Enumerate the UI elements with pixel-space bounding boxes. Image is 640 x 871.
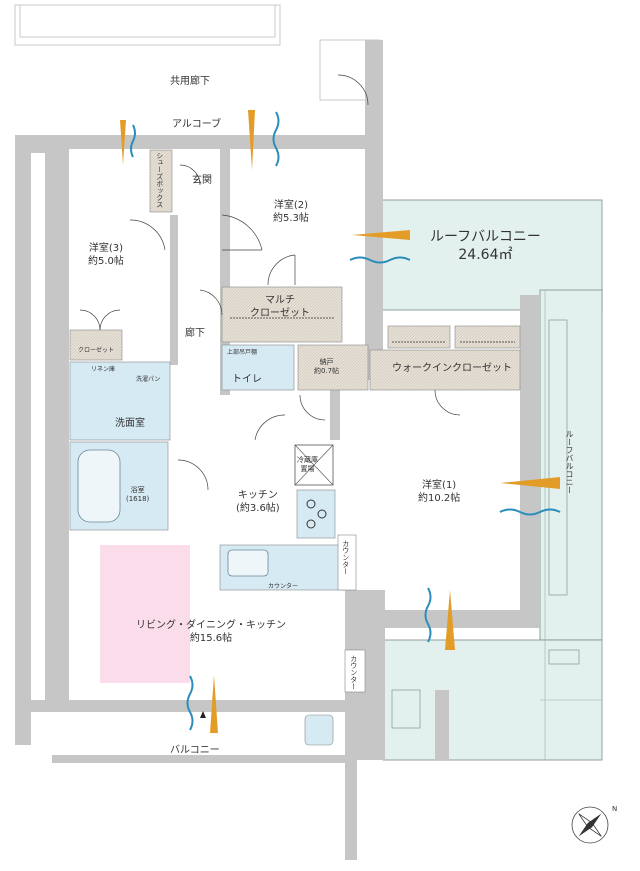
shoebox-label: シューズボックス xyxy=(155,152,164,208)
ldk-label: リビング・ダイニング・キッチン約15.6帖 xyxy=(136,620,286,644)
western-room-3-label: 洋室(3)約5.0帖 xyxy=(88,243,124,267)
alcove-label: アルコーブ xyxy=(172,119,222,130)
bathroom-label: 浴室(1618) xyxy=(126,486,150,503)
storage-label: 納戸約0.7帖 xyxy=(314,358,340,375)
counter-vertical-2-label: カウンター xyxy=(349,655,358,690)
counter-vertical-label: カウンター xyxy=(341,540,350,575)
roof-balcony-side-label: ルーフバルコニー xyxy=(565,430,574,494)
linen-storage-label: リネン庫 xyxy=(91,366,116,373)
door-swing-icon xyxy=(79,74,461,491)
western-room-2-label: 洋室(2)約5.3帖 xyxy=(273,200,309,224)
kitchen-label: キッチン(約3.6帖) xyxy=(236,490,280,514)
multi-closet-label: マルチクローゼット xyxy=(250,295,310,319)
fridge-space-label: 冷蔵庫置場 xyxy=(297,456,318,473)
western-room-1-label: 洋室(1)約10.2帖 xyxy=(418,480,461,504)
entrance-label: 玄関 xyxy=(192,175,212,186)
upper-cabinet-label: 上部吊戸棚 xyxy=(227,349,258,356)
wet-areas xyxy=(69,344,366,746)
closet-3-label: クローゼット xyxy=(78,347,115,354)
ldk-highlight xyxy=(100,545,190,683)
hallway-label: 廊下 xyxy=(185,328,205,339)
kitchen-counter-label: カウンター xyxy=(268,583,299,590)
washroom-label: 洗面室 xyxy=(115,418,145,429)
balcony-label: バルコニー xyxy=(170,745,220,756)
toilet-label: トイレ xyxy=(232,374,262,385)
roof-balcony-area xyxy=(379,199,603,761)
common-corridor-label: 共用廊下 xyxy=(170,76,210,87)
airflow-icon xyxy=(120,110,561,733)
walk-in-closet-label: ウォークインクローゼット xyxy=(392,363,512,374)
laundry-pan-label: 洗濯パン xyxy=(136,376,161,383)
closets xyxy=(69,149,521,391)
compass-north-label: N xyxy=(612,805,618,813)
compass-icon xyxy=(571,806,609,844)
